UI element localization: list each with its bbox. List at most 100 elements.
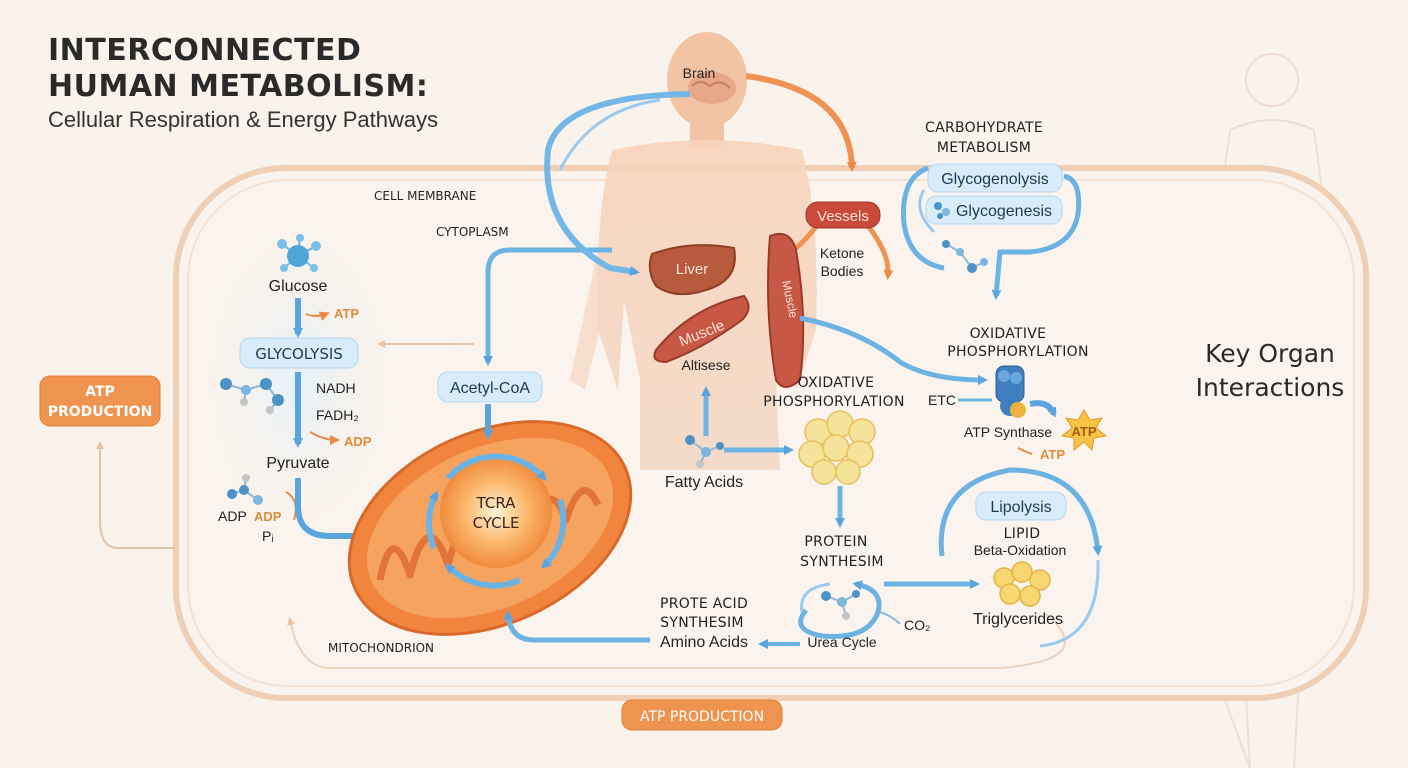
- mitochondrion-label: MITOCHONDRION: [328, 641, 434, 655]
- pyruvate-label: Pyruvate: [266, 455, 329, 472]
- adp-label-right: ADP: [344, 434, 372, 449]
- protein-heading-1: PROTEIN: [804, 534, 867, 550]
- atp-small-arrow: [1017, 447, 1033, 455]
- pyruvate-to-mito-arrow: [295, 478, 388, 541]
- triglyceride-cluster-icon: [993, 561, 1051, 607]
- carb-loop-arrow-outer: [991, 173, 1082, 300]
- urea-molecule-icon: [821, 590, 860, 620]
- acetyl-coa-label: Acetyl-CoA: [450, 380, 530, 397]
- amino-to-mito-arrow: [503, 610, 650, 643]
- carb-loop-arrow-inner: [901, 165, 945, 271]
- atp-synthase-icon: [995, 365, 1026, 418]
- brain-icon: [688, 72, 736, 104]
- adp-label-left2: ADP: [254, 509, 282, 524]
- cytoplasm-label: CYTOPLASM: [436, 225, 509, 239]
- etc-label: ETC: [928, 392, 956, 408]
- oxphos-center-heading-1: OXIDATIVE: [798, 375, 875, 391]
- triglycerides-label: Triglycerides: [973, 611, 1063, 628]
- altisese-label: Altisese: [681, 357, 730, 373]
- adp-side-arrow: [309, 431, 340, 445]
- tca-label-1: TCRA: [476, 494, 517, 512]
- acetyl-coa-pill: [437, 371, 543, 403]
- urea-cycle-label: Urea Cycle: [807, 634, 876, 650]
- ketone-label-1: Ketone: [820, 245, 865, 261]
- fadh-label: FADH₂: [316, 407, 359, 423]
- prote-acid-heading-2: SYNTHESIM: [660, 615, 744, 631]
- co2-label: CO₂: [904, 617, 930, 633]
- atp-star-label: ATP: [1071, 424, 1096, 439]
- oxphos-right-heading-1: OXIDATIVE: [970, 326, 1047, 342]
- glycogenolysis-label: Glycogenolysis: [941, 171, 1049, 188]
- prote-acid-heading-1: PROTE ACID: [660, 596, 748, 612]
- vessels-to-ketone-arrow: [866, 224, 894, 280]
- ketone-label-2: Bodies: [821, 263, 864, 279]
- tca-glow: [440, 456, 552, 568]
- tca-label-2: CYCLE: [473, 514, 520, 532]
- feedback-arrow-left: [96, 441, 176, 549]
- atp-production-left-button[interactable]: [39, 375, 161, 427]
- atp-side-arrow-1: [305, 311, 330, 321]
- human-body-silhouette: [570, 32, 817, 470]
- nadh-molecule-icon: [220, 378, 284, 414]
- key-organ-line1: Key Organ: [1205, 339, 1335, 368]
- oxphos-center-heading-2: PHOSPHORYLATION: [763, 394, 905, 410]
- liver-organ: [648, 244, 736, 296]
- vessels-label: Vessels: [817, 208, 869, 225]
- fatty-acids-label: Fatty Acids: [665, 474, 743, 491]
- atp-synthase-label: ATP Synthase: [964, 424, 1052, 440]
- amino-acids-label: Amino Acids: [660, 634, 748, 651]
- subtitle: Cellular Respiration & Energy Pathways: [48, 107, 438, 132]
- carbohydrate-heading-2: METABOLISM: [937, 140, 1031, 156]
- tca-cycle-arrows: [425, 453, 567, 589]
- glucose-molecule-icon: [277, 234, 321, 272]
- title-line1: INTERCONNECTED: [48, 33, 361, 68]
- nadh-label: NADH: [316, 380, 356, 396]
- glycogenesis-label: Glycogenesis: [956, 203, 1052, 220]
- carb-molecule-icon: [942, 240, 988, 273]
- carbohydrate-heading-1: CARBOHYDRATE: [925, 120, 1043, 136]
- key-organ-line2: Interactions: [1196, 373, 1345, 402]
- atp-production-bottom-button[interactable]: [621, 699, 783, 731]
- muscle-vertical-organ: [767, 232, 805, 388]
- oxphos-right-heading-2: PHOSPHORYLATION: [947, 344, 1089, 360]
- glucose-label: Glucose: [269, 278, 328, 295]
- glycolysis-pill: [239, 337, 359, 369]
- cytoplasm-to-acetyl-arrow: [483, 247, 612, 366]
- fat-cell-cluster-icon: [798, 410, 876, 485]
- glycogen-molecule-icon: [934, 202, 950, 219]
- atp-label-1: ATP: [334, 306, 359, 321]
- beta-oxidation-label: Beta-Oxidation: [974, 542, 1067, 558]
- brain-top-loop-arrow: [558, 98, 661, 171]
- title-line2: HUMAN METABOLISM:: [48, 69, 428, 104]
- brain-to-vessels-arrow: [745, 73, 857, 172]
- glycogenolysis-pill: [927, 163, 1063, 193]
- atp-small-label: ATP: [1040, 447, 1065, 462]
- protein-heading-2: SYNTHESIM: [800, 554, 884, 570]
- adp-molecule-icon: [227, 474, 263, 505]
- vessels-pill: [805, 201, 881, 229]
- lipid-heading: LIPID: [1004, 526, 1041, 542]
- carb-loop-arrow-small: [918, 189, 936, 234]
- adp-label-left1: ADP: [218, 508, 247, 524]
- bottom-feedback-arrow: [287, 613, 1066, 669]
- urea-cycle-loop: [798, 580, 882, 639]
- glycolysis-label: GLYCOLYSIS: [255, 345, 343, 363]
- lipid-loop-inner: [1039, 559, 1100, 648]
- glycogenesis-pill: [925, 195, 1063, 225]
- lipid-loop-arrow: [938, 467, 1103, 557]
- atp-production-bottom-label: ATP PRODUCTION: [640, 709, 764, 725]
- lipolysis-pill: [975, 491, 1067, 521]
- liver-label: Liver: [676, 261, 709, 278]
- atp-star-icon: [1060, 409, 1108, 452]
- brain-to-liver-arrow: [544, 91, 691, 277]
- muscle-to-synthase-arrow: [799, 315, 988, 385]
- urea-cycle-loop-2: [800, 582, 831, 613]
- co2-arrow: [879, 611, 901, 625]
- atp-production-left-line2: PRODUCTION: [48, 404, 153, 420]
- brain-label: Brain: [683, 65, 716, 81]
- muscle-organ: [653, 294, 750, 364]
- fatty-acid-molecule-icon: [685, 435, 724, 468]
- lipolysis-label: Lipolysis: [990, 499, 1051, 516]
- atp-production-left-line1: ATP: [85, 384, 115, 400]
